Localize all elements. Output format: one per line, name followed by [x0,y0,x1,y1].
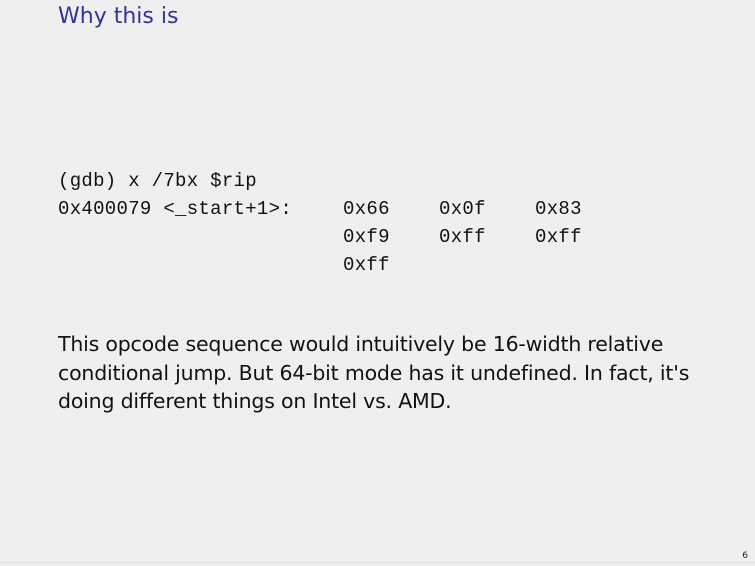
bottom-divider [0,562,755,563]
byte-value: 0xff [439,226,486,248]
byte-value: 0x83 [535,198,582,220]
paragraph-line: This opcode sequence would intuitively b… [58,332,664,356]
byte-value: 0x66 [343,198,390,220]
page-number: 6 [742,551,748,561]
paragraph-line: doing different things on Intel vs. AMD. [58,389,452,413]
byte-value: 0xf9 [343,226,390,248]
byte-value: 0xff [343,254,390,276]
paragraph-line: conditional jump. But 64-bit mode has it… [58,360,690,385]
gdb-command: (gdb) x /7bx $rip [58,170,257,192]
slide-title: Why this is [58,4,179,29]
byte-value: 0x0f [439,198,486,220]
explanation-paragraph: This opcode sequence would intuitively b… [58,330,698,416]
byte-value: 0xff [535,226,582,248]
address-label: 0x400079 <_start+1>: [58,198,293,220]
